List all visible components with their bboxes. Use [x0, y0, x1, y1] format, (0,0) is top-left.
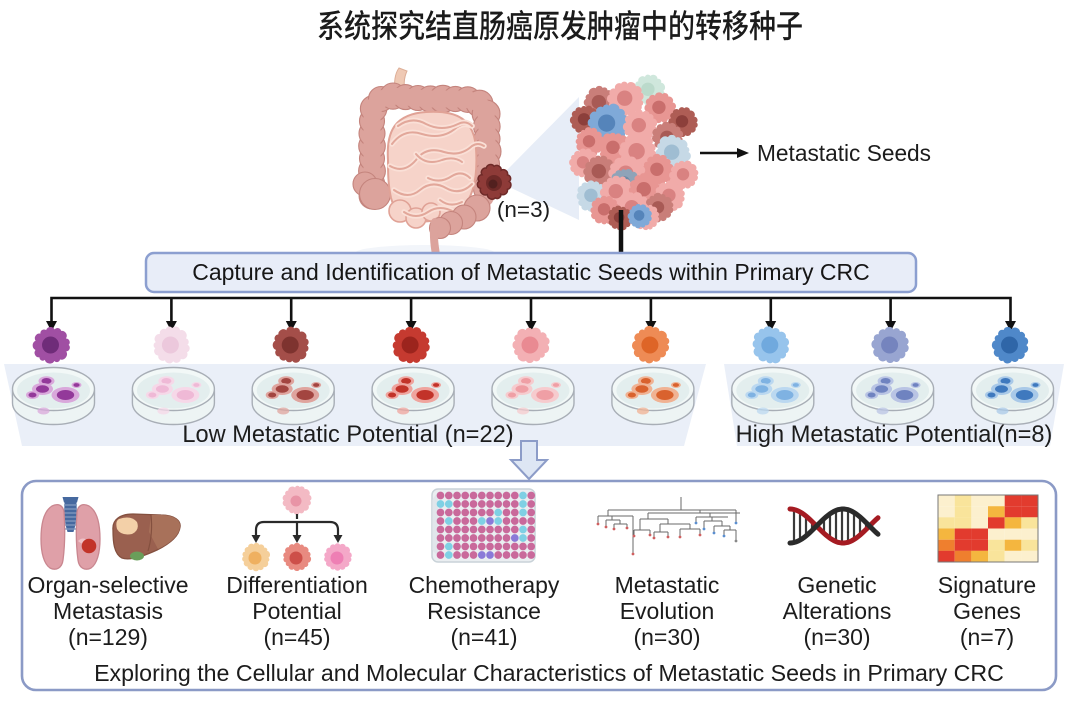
svg-text:Chemotherapy: Chemotherapy — [409, 572, 560, 598]
svg-text:Exploring the Cellular and Mol: Exploring the Cellular and Molecular Cha… — [94, 660, 1004, 686]
svg-text:Differentiation: Differentiation — [226, 572, 368, 598]
svg-text:(n=45): (n=45) — [263, 624, 330, 650]
svg-text:Metastatic: Metastatic — [615, 572, 720, 598]
svg-text:Metastasis: Metastasis — [53, 598, 163, 624]
svg-text:Organ-selective: Organ-selective — [27, 572, 188, 598]
svg-text:Signature: Signature — [938, 572, 1036, 598]
svg-text:(n=41): (n=41) — [450, 624, 517, 650]
svg-text:Genes: Genes — [953, 598, 1021, 624]
svg-text:Potential: Potential — [252, 598, 342, 624]
svg-text:(n=129): (n=129) — [68, 624, 148, 650]
svg-text:Evolution: Evolution — [620, 598, 715, 624]
svg-text:Resistance: Resistance — [427, 598, 541, 624]
svg-text:High Metastatic Potential(n=8): High Metastatic Potential(n=8) — [736, 422, 1053, 448]
svg-text:(n=30): (n=30) — [803, 624, 870, 650]
svg-text:(n=30): (n=30) — [633, 624, 700, 650]
svg-text:(n=7): (n=7) — [960, 624, 1014, 650]
svg-text:Alterations: Alterations — [783, 598, 892, 624]
svg-text:Capture and Identification of: Capture and Identification of Metastatic… — [192, 259, 870, 285]
svg-text:(n=3): (n=3) — [497, 197, 550, 222]
svg-text:Low Metastatic Potential (n=22: Low Metastatic Potential (n=22) — [182, 422, 513, 448]
svg-text:Genetic: Genetic — [797, 572, 876, 598]
svg-text:Metastatic Seeds: Metastatic Seeds — [757, 140, 931, 166]
